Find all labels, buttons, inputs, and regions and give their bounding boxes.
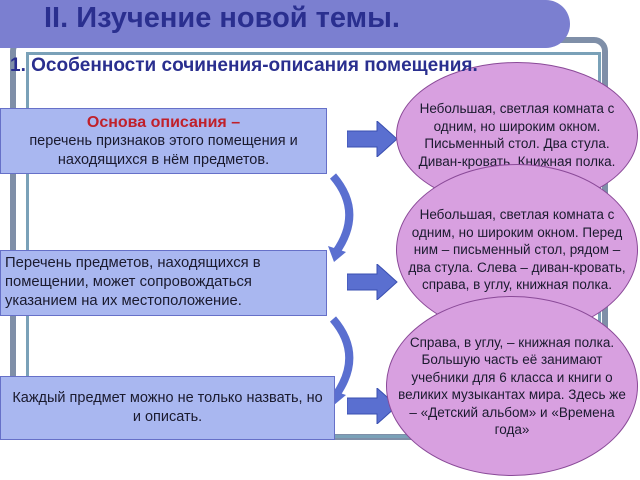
arrow-right-3 xyxy=(347,388,398,424)
box-text: Перечень предметов, находящихся в помеще… xyxy=(5,255,261,309)
ellipse-text: Небольшая, светлая комната с одним, но ш… xyxy=(408,207,626,293)
box-item-describe: Каждый предмет можно не только назвать, … xyxy=(0,376,335,440)
arrow-right-1 xyxy=(347,121,398,157)
slide-subtitle: 1. Особенности сочинения-описания помеще… xyxy=(10,55,478,76)
arrow-right-2 xyxy=(347,264,398,300)
ellipse-text: Справа, в углу, – книжная полка. Большую… xyxy=(398,334,626,438)
box-heading: Основа описания – xyxy=(86,114,241,131)
box-text: Каждый предмет можно не только назвать, … xyxy=(12,390,323,425)
box-items-list: Перечень предметов, находящихся в помеще… xyxy=(0,250,327,316)
box-text: перечень признаков этого помещения и нах… xyxy=(29,133,298,168)
slide-title: II. Изучение новой темы. xyxy=(44,2,400,34)
ellipse-text: Небольшая, светлая комната с одним, но ш… xyxy=(418,101,616,169)
box-description-basis: Основа описания – перечень признаков это… xyxy=(0,108,327,174)
example-ellipse-3: Справа, в углу, – книжная полка. Большую… xyxy=(386,296,638,476)
curved-arrow-1 xyxy=(328,173,354,262)
title-band: II. Изучение новой темы. xyxy=(0,0,570,48)
